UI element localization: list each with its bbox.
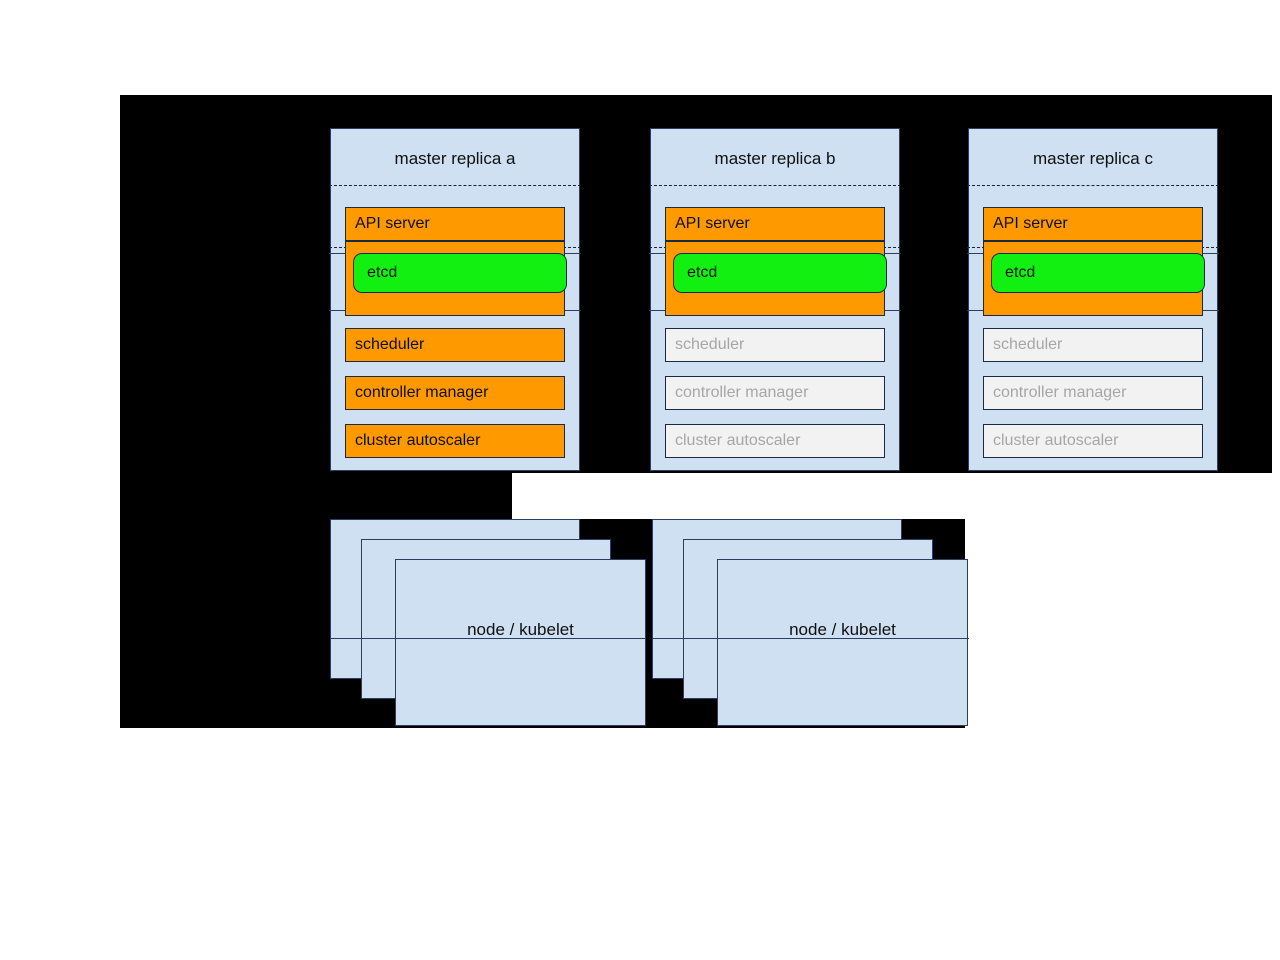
replica-a-scheduler-box[interactable]: scheduler xyxy=(345,328,565,362)
master-replica-c-title: master replica c xyxy=(1033,149,1153,168)
backdrop-plate-middle xyxy=(120,473,512,519)
replica-a-cluster-autoscaler-box[interactable]: cluster autoscaler xyxy=(345,424,565,458)
replica-c-cluster-autoscaler-box[interactable]: cluster autoscaler xyxy=(983,424,1203,458)
replica-c-etcd-box[interactable]: etcd xyxy=(991,253,1205,293)
master-replica-b-title: master replica b xyxy=(714,149,836,168)
master-replica-a-title: master replica a xyxy=(394,149,516,168)
node-group-1-separator xyxy=(330,638,646,639)
replica-c-dashed-separator-top xyxy=(967,185,1219,186)
replica-c-api-server-box[interactable]: API server xyxy=(983,207,1203,241)
master-replica-c-group[interactable]: master replica c API server etcd schedul… xyxy=(967,128,1219,471)
replica-a-api-server-box[interactable]: API server xyxy=(345,207,565,241)
node-group-1-label: node / kubelet xyxy=(467,620,574,639)
replica-c-controller-manager-box[interactable]: controller manager xyxy=(983,376,1203,410)
replica-b-api-server-box[interactable]: API server xyxy=(665,207,885,241)
node-group-2-label: node / kubelet xyxy=(789,620,896,639)
replica-b-dashed-separator-top xyxy=(649,185,901,186)
node-group-1-card-front[interactable]: node / kubelet xyxy=(395,559,646,726)
replica-a-etcd-box[interactable]: etcd xyxy=(353,253,567,293)
replica-b-cluster-autoscaler-box[interactable]: cluster autoscaler xyxy=(665,424,885,458)
replica-c-scheduler-box[interactable]: scheduler xyxy=(983,328,1203,362)
node-group-2-card-front[interactable]: node / kubelet xyxy=(717,559,968,726)
node-group-2-separator xyxy=(652,638,969,639)
master-replica-b-group[interactable]: master replica b API server etcd schedul… xyxy=(649,128,901,471)
replica-b-etcd-box[interactable]: etcd xyxy=(673,253,887,293)
master-replica-a-group[interactable]: master replica a API server etcd schedul… xyxy=(329,128,581,471)
replica-b-controller-manager-box[interactable]: controller manager xyxy=(665,376,885,410)
replica-a-dashed-separator-top xyxy=(329,185,581,186)
replica-b-scheduler-box[interactable]: scheduler xyxy=(665,328,885,362)
replica-a-controller-manager-box[interactable]: controller manager xyxy=(345,376,565,410)
